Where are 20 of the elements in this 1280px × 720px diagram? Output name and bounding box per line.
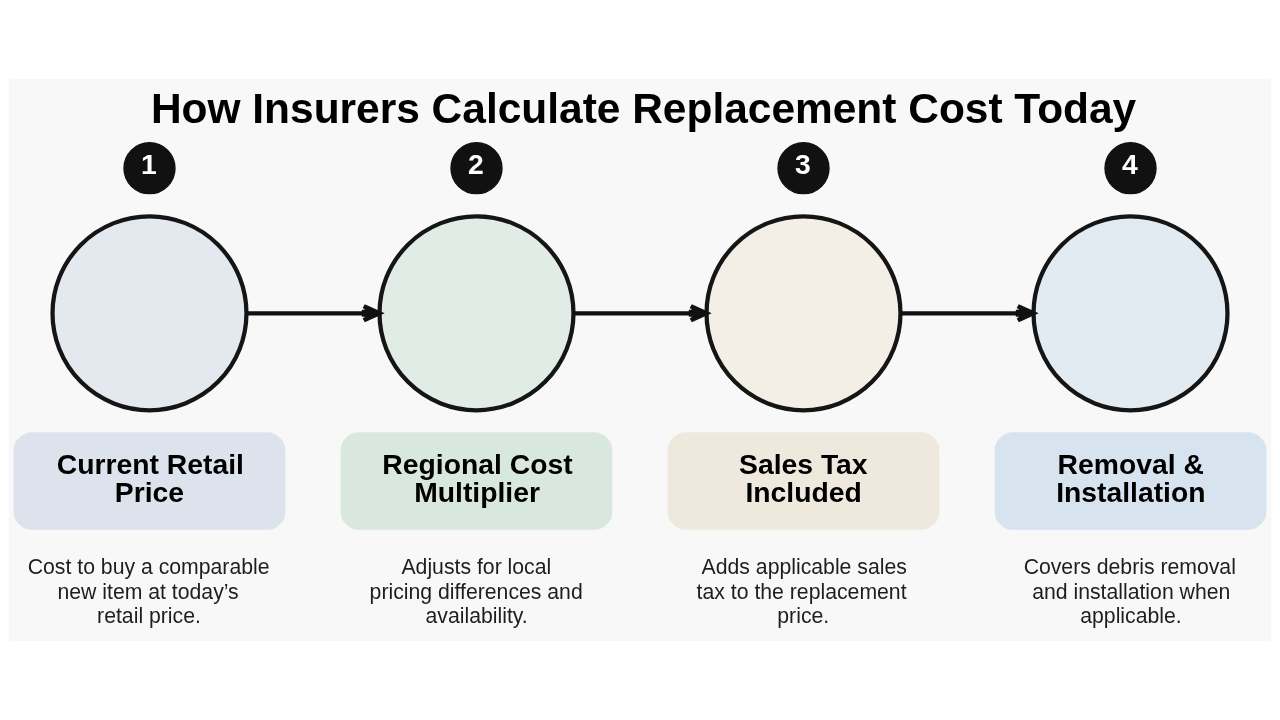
arrow <box>900 304 1036 323</box>
node-box: Current Retail Price <box>13 432 286 530</box>
node-circle <box>1031 214 1230 413</box>
node-box: Regional Cost Multiplier <box>340 432 613 530</box>
node-label: Adjusts for local pricing differences and availability. <box>369 555 583 627</box>
node-label: Cost to buy a comparable new item at today’s retail price. <box>27 555 270 627</box>
node-circle: 2 <box>450 142 503 195</box>
node-circle <box>704 214 903 413</box>
node-box: Sales Tax Included <box>667 432 940 530</box>
node-circle <box>50 214 249 413</box>
node-circle: 4 <box>1104 142 1157 195</box>
node-label: Adds applicable sales tax to the replacement price. <box>696 555 907 627</box>
diagram-title: How Insurers Calculate Replacement Cost Today <box>150 84 1137 132</box>
arrow <box>573 304 709 323</box>
node-circle <box>377 214 576 413</box>
node-box: Removal & Installation <box>994 432 1267 530</box>
node-circle: 3 <box>777 142 830 195</box>
node-circle: 1 <box>123 142 176 195</box>
node-label: Covers debris removal and installation when applicable. <box>1023 555 1236 627</box>
arrow <box>246 304 382 323</box>
